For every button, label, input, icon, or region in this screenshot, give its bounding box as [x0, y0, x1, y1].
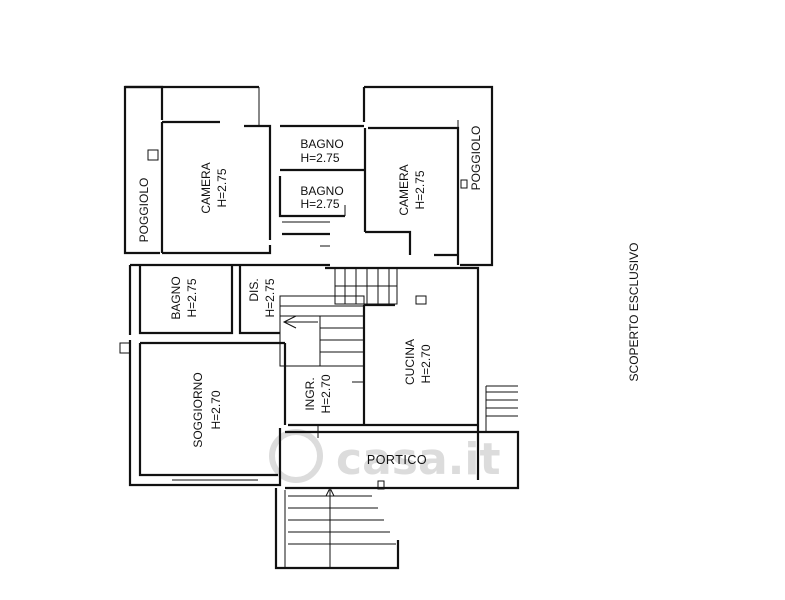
soggiorno-height: H=2.70 — [209, 390, 223, 429]
cucina-height: H=2.70 — [419, 344, 433, 383]
camera-right-height: H=2.75 — [413, 170, 427, 209]
camera-right-label: CAMERA — [397, 164, 411, 215]
scoperto-esclusivo-label: SCOPERTO ESCLUSIVO — [627, 243, 641, 382]
entrance-steps — [274, 486, 400, 570]
bagno-mid-label: BAGNO — [300, 184, 343, 198]
bagno-left-label: BAGNO — [169, 276, 183, 319]
bagno-top-label: BAGNO — [300, 137, 343, 151]
dis-height: H=2.75 — [263, 278, 277, 317]
ingr-height: H=2.70 — [319, 374, 333, 413]
poggiolo-left-label: POGGIOLO — [137, 178, 151, 243]
soggiorno-label: SOGGIORNO — [191, 372, 205, 447]
bagno-top-height: H=2.75 — [300, 151, 339, 165]
bagno-mid-height: H=2.75 — [300, 197, 339, 211]
portico — [285, 385, 520, 490]
poggiolo-left — [123, 85, 260, 255]
internal-stair — [279, 267, 398, 367]
camera-left-label: CAMERA — [199, 162, 213, 213]
cucina-label: CUCINA — [403, 339, 417, 385]
watermark: casa.it — [269, 429, 500, 485]
poggiolo-right-label: POGGIOLO — [469, 126, 483, 191]
bagno-left-height: H=2.75 — [185, 278, 199, 317]
dis-label: DIS. — [247, 278, 261, 301]
ingr-label: INGR. — [303, 377, 317, 410]
portico-label: PORTICO — [367, 453, 427, 467]
bedroom-block — [160, 120, 460, 265]
watermark-text: casa.it — [336, 434, 500, 485]
lower-block — [119, 340, 478, 487]
camera-left-height: H=2.75 — [215, 168, 229, 207]
